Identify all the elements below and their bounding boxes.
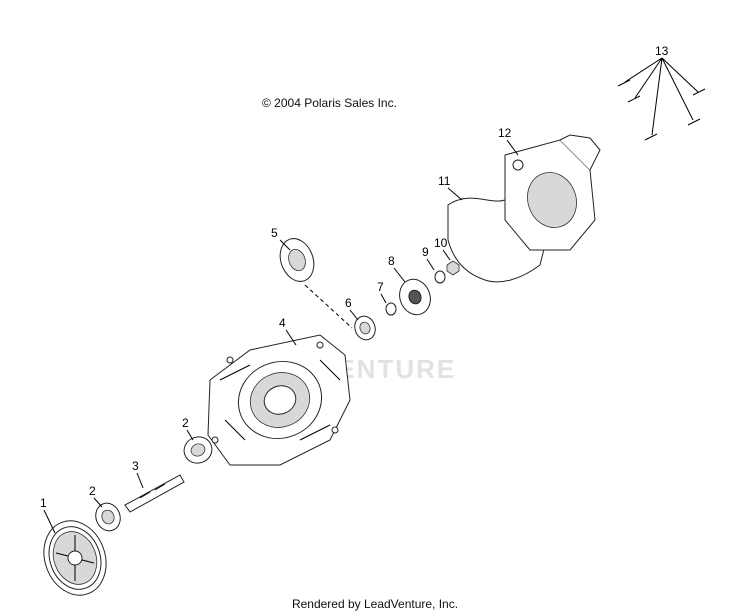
callout-7: 7 [377, 280, 384, 294]
copyright-text: © 2004 Polaris Sales Inc. [262, 96, 397, 110]
callout-13: 13 [655, 44, 669, 58]
callout-9: 9 [422, 245, 429, 259]
footer-text: Rendered by LeadVenture, Inc. [291, 597, 459, 611]
callout-4: 4 [279, 316, 286, 330]
callout-6: 6 [345, 296, 352, 310]
part-7-washer[interactable] [385, 302, 397, 316]
callout-3: 3 [132, 459, 139, 473]
part-5-seal[interactable] [274, 234, 319, 286]
part-1-gear[interactable] [34, 512, 116, 604]
callout-5: 5 [271, 226, 278, 240]
callout-11: 11 [438, 174, 451, 188]
callout-2-upper: 2 [182, 416, 189, 430]
part-8-impeller[interactable] [395, 275, 436, 319]
part-4-cover[interactable] [207, 334, 351, 466]
part-2-bearing-upper[interactable] [180, 433, 215, 467]
callout-12: 12 [498, 126, 512, 140]
part-9-washer[interactable] [434, 270, 446, 284]
callout-1: 1 [40, 496, 47, 510]
part-12-pump-housing[interactable] [504, 134, 601, 251]
part-2-bearing-lower[interactable] [92, 500, 124, 535]
part-6-bushing[interactable] [351, 313, 378, 342]
callout-10: 10 [434, 236, 448, 250]
part-3-shaft[interactable] [124, 474, 185, 513]
part-13-bolts[interactable] [617, 79, 706, 141]
callout-8: 8 [388, 254, 395, 268]
part-10-nut[interactable] [446, 260, 460, 276]
callout-2-lower: 2 [89, 484, 96, 498]
